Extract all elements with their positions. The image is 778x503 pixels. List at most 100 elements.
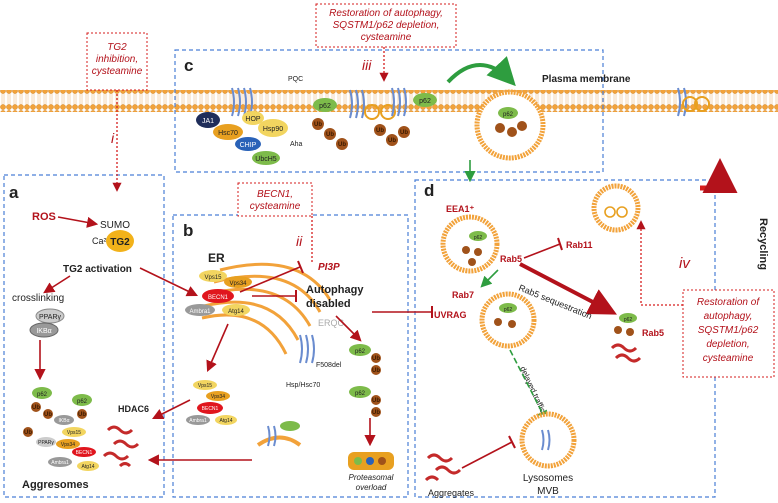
panel-letter-c: c: [184, 56, 193, 75]
svg-text:Ub: Ub: [24, 430, 32, 436]
svg-text:SQSTM1/p62: SQSTM1/p62: [698, 325, 759, 336]
svg-text:Ub: Ub: [314, 122, 322, 128]
svg-text:cysteamine: cysteamine: [703, 353, 754, 364]
svg-text:Autophagy: Autophagy: [306, 284, 364, 296]
svg-text:Ub: Ub: [44, 412, 52, 418]
svg-text:Atg14: Atg14: [219, 418, 232, 424]
svg-text:Ub: Ub: [32, 405, 40, 411]
svg-text:Ub: Ub: [388, 138, 396, 144]
svg-text:Restoration of: Restoration of: [697, 297, 760, 308]
svg-text:cysteamine: cysteamine: [250, 201, 301, 212]
numeral-iii: iii: [362, 57, 372, 73]
svg-text:Ambra1: Ambra1: [189, 309, 211, 315]
svg-text:PPARγ: PPARγ: [38, 440, 54, 446]
svg-text:UVRAG: UVRAG: [434, 310, 467, 320]
panel-letter-b: b: [183, 221, 193, 240]
svg-text:Ub: Ub: [78, 412, 86, 418]
svg-text:EEA1⁺: EEA1⁺: [446, 204, 475, 214]
svg-text:ROS: ROS: [32, 211, 56, 223]
svg-text:BECN1: BECN1: [208, 295, 229, 301]
numeral-ii: ii: [296, 233, 303, 249]
svg-text:BECN1: BECN1: [76, 450, 93, 456]
intervention-ii-box: BECN1, cysteamine: [237, 182, 313, 217]
svg-text:BECN1,: BECN1,: [257, 189, 293, 200]
svg-text:p62: p62: [624, 317, 633, 323]
intervention-iv-box: Restoration of autophagy, SQSTM1/p62 dep…: [682, 289, 775, 378]
svg-text:cysteamine: cysteamine: [92, 66, 143, 77]
svg-text:TG2: TG2: [110, 237, 130, 248]
svg-text:SQSTM1/p62 depletion,: SQSTM1/p62 depletion,: [333, 20, 440, 31]
svg-text:Vps15: Vps15: [204, 275, 222, 281]
svg-text:Vps34: Vps34: [211, 394, 225, 400]
numeral-iv: iv: [679, 255, 691, 272]
svg-text:Vps34: Vps34: [229, 281, 247, 287]
endocytic-vesicle: p62: [474, 89, 546, 161]
svg-text:p62: p62: [503, 112, 514, 118]
svg-text:Lysosomes: Lysosomes: [523, 473, 573, 484]
numeral-i: i: [111, 130, 115, 146]
svg-text:Hsp/Hsc70: Hsp/Hsc70: [286, 382, 320, 389]
panel-a-content: ROS SUMO Ca²⁺ TG2 TG2 activation crossli…: [12, 211, 199, 381]
svg-text:Ambra1: Ambra1: [189, 418, 207, 424]
svg-text:Atg14: Atg14: [81, 464, 94, 470]
svg-text:Aha: Aha: [290, 141, 303, 148]
svg-text:Aggregates: Aggregates: [428, 488, 475, 498]
svg-text:UbcH5: UbcH5: [255, 156, 277, 163]
p62-ub-cluster-c1: p62 Ub Ub Ub: [312, 89, 365, 150]
svg-text:CHIP: CHIP: [240, 142, 257, 149]
intervention-i-box: TG2 inhibition, cysteamine: [86, 32, 148, 91]
svg-text:inhibition,: inhibition,: [96, 54, 138, 65]
svg-text:p62: p62: [355, 349, 366, 355]
membrane-receptor-right: [677, 87, 710, 117]
plasma-membrane: [0, 90, 778, 112]
plasma-membrane-label: Plasma membrane: [542, 74, 631, 85]
svg-text:depletion,: depletion,: [706, 339, 749, 350]
svg-text:Ub: Ub: [326, 132, 334, 138]
svg-text:IKBα: IKBα: [59, 418, 70, 424]
svg-text:Vps34: Vps34: [61, 442, 75, 448]
svg-text:TG2: TG2: [107, 42, 127, 53]
svg-text:Rab5: Rab5: [500, 254, 522, 264]
svg-text:Ambra1: Ambra1: [51, 460, 69, 466]
svg-text:crosslinking: crosslinking: [12, 293, 64, 304]
svg-text:HOP: HOP: [245, 116, 261, 123]
recycling-return-arrow: [700, 158, 738, 193]
svg-text:Aggresomes: Aggresomes: [22, 479, 89, 491]
svg-text:ERQC: ERQC: [318, 318, 345, 328]
svg-text:p62: p62: [37, 392, 48, 398]
svg-text:Ub: Ub: [400, 130, 408, 136]
svg-text:Ub: Ub: [376, 128, 384, 134]
svg-text:F508del: F508del: [316, 362, 342, 369]
intervention-iii-box: Restoration of autophagy, SQSTM1/p62 dep…: [315, 3, 457, 48]
svg-text:Hsc70: Hsc70: [218, 130, 238, 137]
svg-text:PQC: PQC: [288, 76, 303, 83]
svg-text:TG2 activation: TG2 activation: [63, 264, 132, 275]
svg-text:MVB: MVB: [537, 486, 559, 497]
svg-text:Restoration of autophagy,: Restoration of autophagy,: [329, 8, 443, 19]
svg-text:IKBα: IKBα: [36, 328, 51, 335]
pqc-complex: PQC JA1 Hsc70 HOP Hsp90 CHIP Aha UbcH5: [196, 76, 303, 165]
recycling-label: Recycling: [757, 218, 769, 270]
endocytosis-arrow: [446, 56, 516, 87]
svg-text:Rab5: Rab5: [642, 328, 664, 338]
p62-ub-cluster-c2: p62 Ub Ub Ub: [364, 87, 437, 146]
svg-text:BECN1: BECN1: [202, 406, 219, 412]
panel-b-box: [172, 214, 409, 498]
panel-b-content: ER Vps15 Vps34 BECN1 Ambra1 Atg14 PI3P A…: [147, 251, 394, 492]
svg-text:Vps15: Vps15: [67, 430, 81, 436]
svg-text:p62: p62: [504, 307, 513, 313]
svg-text:Ub: Ub: [372, 398, 380, 404]
svg-text:Vps15: Vps15: [198, 383, 212, 389]
svg-text:delayed traffic: delayed traffic: [518, 365, 547, 414]
svg-text:HDAC6: HDAC6: [118, 404, 149, 414]
svg-text:disabled: disabled: [306, 298, 351, 310]
panel-letter-a: a: [9, 183, 19, 202]
svg-text:p62: p62: [474, 235, 483, 241]
svg-text:p62: p62: [355, 391, 366, 397]
svg-text:Proteasomal: Proteasomal: [349, 473, 394, 482]
svg-text:PPARγ: PPARγ: [39, 314, 62, 321]
panel-c-box: [174, 49, 604, 173]
panel-a-box: [3, 174, 165, 498]
svg-text:p62: p62: [419, 98, 431, 105]
svg-text:Ub: Ub: [372, 410, 380, 416]
